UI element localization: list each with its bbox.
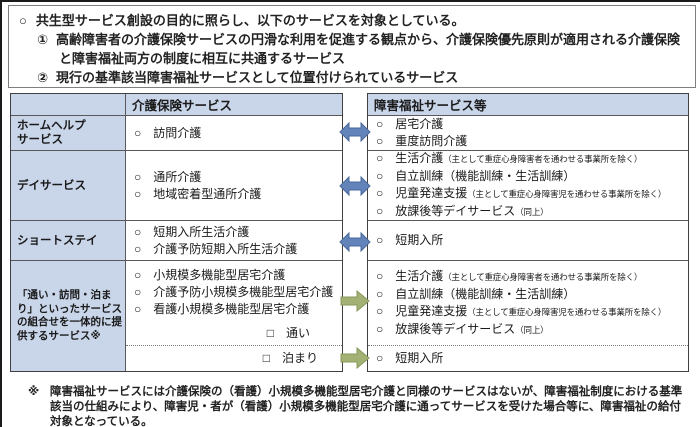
cell-home-help-welfare: ○ 居宅介護 ○ 重度訪問介護: [368, 116, 688, 151]
item-note: （主として重症心身障害者を通わせる事業所を除く）: [443, 154, 643, 164]
row-header-short-stay: ショートステイ: [11, 221, 126, 261]
footnote-text: 障害福祉サービスには介護保険の（看護）小規模多機能型居宅介護と同様のサービスはな…: [50, 386, 683, 427]
item-note: （主として重症心身障害者を通わせる事業所を除く）: [443, 271, 643, 282]
list-item: ○ 自立訓練（機能訓練・生活訓練）: [376, 169, 576, 183]
list-item: ○ 小規模多機能型居宅介護: [134, 268, 286, 282]
footnote-marker: ※: [28, 386, 40, 398]
list-item: ○ 児童発達支援（主として重症心身障害児を通わせる事業所を除く）: [376, 186, 667, 200]
list-item: ○ 重度訪問介護: [376, 134, 468, 148]
item-note: （主として重症心身障害児を通わせる事業所を除く）: [467, 306, 667, 317]
item-1-number: ①: [37, 32, 49, 47]
double-arrow-icon: [339, 231, 371, 253]
cell-day-service-welfare: ○ 生活介護（主として重症心身障害者を通わせる事業所を除く） ○ 自立訓練（機能…: [368, 151, 688, 221]
intro-item-1: ① 高齢障害者の介護保険サービスの円滑な利用を促進する観点から、介護保険優先原則が…: [19, 30, 685, 68]
list-item: ○ 短期入所: [376, 233, 444, 247]
cell-tomari-welfare: ○ 短期入所: [368, 346, 688, 371]
double-arrow-icon: [339, 175, 371, 197]
list-item: ○ 児童発達支援（主として重症心身障害児を通わせる事業所を除く）: [376, 303, 667, 318]
care-insurance-table: 介護保険サービス ホームヘルプ サービス ○ 訪問介護 デイサービス ○ 通所介…: [10, 93, 343, 372]
list-item: ○ 介護予防小規模多機能型居宅介護: [134, 285, 334, 299]
list-item: ○ 自立訓練（機能訓練・生活訓練）: [376, 286, 576, 301]
care-insurance-header: 介護保険サービス: [126, 94, 342, 116]
list-item: ○ 短期入所生活介護: [134, 224, 250, 239]
footnote: ※ 障害福祉サービスには介護保険の（看護）小規模多機能型居宅介護と同様のサービス…: [28, 385, 690, 427]
list-item: ○ 放課後等デイサービス（同上）: [376, 204, 549, 218]
list-item: ○ 看護小規模多機能型居宅介護: [134, 302, 310, 316]
circle-bullet: ○: [19, 13, 27, 28]
intro-lead-text: 共生型サービス創設の目的に照らし、以下のサービスを対象としている。: [35, 13, 465, 28]
list-item: ○ 介護予防短期入所生活介護: [134, 241, 298, 256]
cell-short-stay-care: ○ 短期入所生活介護 ○ 介護予防短期入所生活介護: [126, 221, 342, 261]
item-note: （同上）: [515, 207, 549, 217]
intro-lead: ○ 共生型サービス創設の目的に照らし、以下のサービスを対象としている。: [19, 11, 685, 30]
item-note: （主として重症心身障害児を通わせる事業所を除く）: [467, 189, 667, 199]
row-header-home-help: ホームヘルプ サービス: [11, 116, 126, 151]
row-header-combined-service: 「通い・訪問・泊まり」といったサービスの組合せを一体的に提供するサービス※: [11, 261, 126, 371]
intro-item-1-text: 高齢障害者の介護保険サービスの円滑な利用を促進する観点から、介護保険優先原則が適…: [56, 32, 681, 66]
intro-item-2: ② 現行の基準該当障害福祉サービスとして位置付けられているサービス: [19, 68, 685, 87]
list-item: ○ 生活介護（主として重症心身障害者を通わせる事業所を除く）: [376, 268, 643, 283]
right-arrow-icon: [340, 290, 370, 312]
cell-short-stay-welfare: ○ 短期入所: [368, 221, 688, 261]
right-arrow-icon: [340, 347, 370, 369]
list-item: ○ 短期入所: [376, 351, 444, 365]
list-item: ○ 地域密着型通所介護: [134, 186, 262, 201]
list-item: ○ 訪問介護: [134, 125, 202, 140]
cell-tomari: □ 泊まり: [126, 346, 342, 371]
list-item: ○ 放課後等デイサービス（同上）: [376, 321, 549, 336]
cell-day-service-care: ○ 通所介護 ○ 地域密着型通所介護: [126, 151, 342, 221]
double-arrow-icon: [339, 121, 371, 143]
intro-box: ○ 共生型サービス創設の目的に照らし、以下のサービスを対象としている。 ① 高齢障害…: [8, 5, 696, 88]
cell-home-help-care: ○ 訪問介護: [126, 116, 342, 151]
item-note: （同上）: [515, 324, 549, 335]
list-item: ○ 居宅介護: [376, 117, 444, 131]
checkbox-item-tomari: □ 泊まり: [262, 351, 318, 365]
intro-item-2-text: 現行の基準該当障害福祉サービスとして位置付けられているサービス: [56, 70, 459, 85]
cell-multifunction-welfare: ○ 生活介護（主として重症心身障害者を通わせる事業所を除く） ○ 自立訓練（機能…: [368, 261, 688, 346]
cell-multifunction-care: ○ 小規模多機能型居宅介護 ○ 介護予防小規模多機能型居宅介護 ○ 看護小規模多…: [126, 261, 342, 346]
item-2-number: ②: [37, 70, 49, 85]
checkbox-item-kayoi: □ 通い: [266, 326, 310, 340]
disability-welfare-table: 障害福祉サービス等 ○ 居宅介護 ○ 重度訪問介護 ○ 生活介護（主として重症心…: [367, 93, 689, 372]
list-item: ○ 生活介護（主として重症心身障害者を通わせる事業所を除く）: [376, 151, 643, 165]
row-header-day-service: デイサービス: [11, 151, 126, 221]
list-item: ○ 通所介護: [134, 169, 202, 184]
corner-cell: [11, 94, 126, 116]
disability-welfare-header: 障害福祉サービス等: [368, 94, 688, 116]
